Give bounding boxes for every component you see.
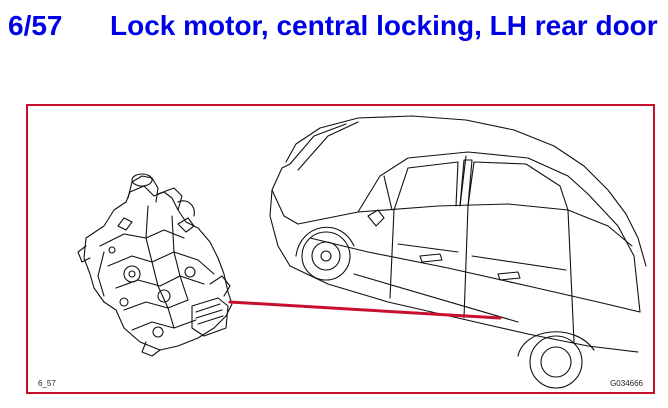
figure-ref-left: 6_57 xyxy=(38,379,56,388)
page-header: 6/57 Lock motor, central locking, LH rea… xyxy=(0,0,668,90)
figure-title: Lock motor, central locking, LH rear doo… xyxy=(110,10,658,41)
figure-ref-right: G034666 xyxy=(610,379,643,388)
illustration xyxy=(77,115,647,389)
figure-number: 6/57 xyxy=(8,10,63,41)
pointer-line xyxy=(228,300,502,320)
car-drawing xyxy=(269,115,647,389)
illustration-frame: 6_57 G034666 xyxy=(26,104,655,394)
lock-motor-drawing xyxy=(77,173,233,357)
